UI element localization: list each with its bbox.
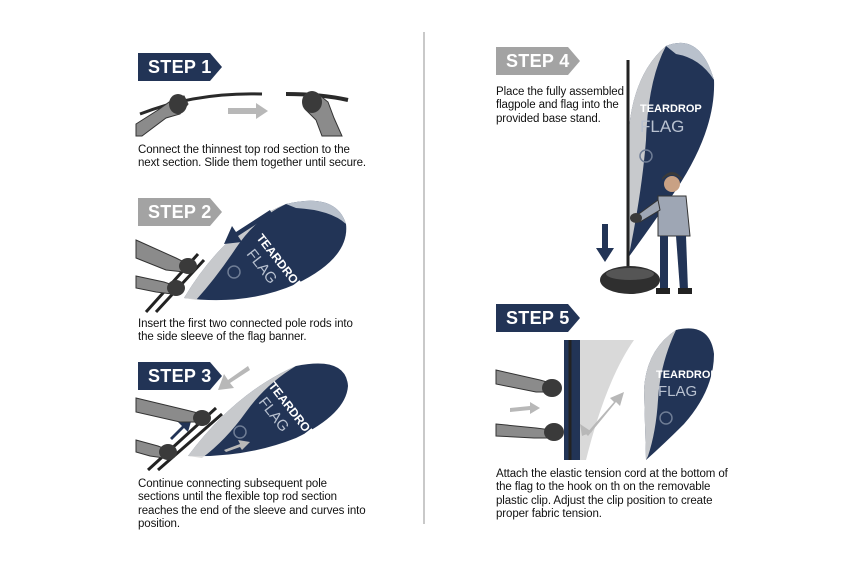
step-4-illustration: TEARDROP FLAG: [596, 42, 715, 294]
flag-subtitle: FLAG: [640, 117, 684, 136]
step-2-illustration: TEARDROP FLAG: [135, 200, 347, 314]
step-5-illustration: TEARDROP FLAG: [495, 328, 718, 461]
step-4-caption: Place the fully assembled flagpole and f…: [496, 86, 624, 125]
step-2-caption: Insert the first two connected pole rods…: [138, 318, 353, 344]
step-1-illustration: [135, 91, 349, 137]
step-2-badge: STEP 2: [138, 198, 222, 226]
glove-right: [302, 91, 322, 113]
flag-logo-icon: [227, 265, 241, 279]
step-3-caption: Continue connecting subsequent pole sect…: [138, 478, 366, 531]
step-1-badge: STEP 1: [138, 53, 222, 81]
double-arrow-icon: [586, 392, 624, 436]
flag-subtitle: FLAG: [658, 383, 697, 400]
flag-logo-icon: [233, 425, 247, 439]
column-divider: [423, 32, 425, 524]
flag-logo-icon: [639, 149, 653, 163]
flag-title: TEARDROP: [656, 369, 718, 381]
arrow-up-right-icon: [170, 418, 192, 440]
step-3-badge: STEP 3: [138, 362, 222, 390]
arrow-right-icon: [228, 103, 268, 119]
step-3-illustration: TEARDROP FLAG: [135, 363, 348, 472]
arrow-down-left-icon: [224, 210, 272, 244]
step-5-badge: STEP 5: [496, 304, 580, 332]
step-5-caption: Attach the elastic tension cord at the b…: [496, 468, 728, 521]
flag-logo-icon: [659, 411, 673, 425]
step-1-caption: Connect the thinnest top rod section to …: [138, 144, 366, 170]
arrow-right-icon: [510, 402, 540, 414]
arrow-down-left-icon: [218, 366, 250, 390]
step-4-badge: STEP 4: [496, 47, 580, 75]
glove-left: [169, 94, 187, 114]
flag-title: TEARDROP: [640, 103, 702, 115]
double-arrow-icon: [224, 440, 250, 452]
arrow-down-icon: [596, 224, 614, 262]
